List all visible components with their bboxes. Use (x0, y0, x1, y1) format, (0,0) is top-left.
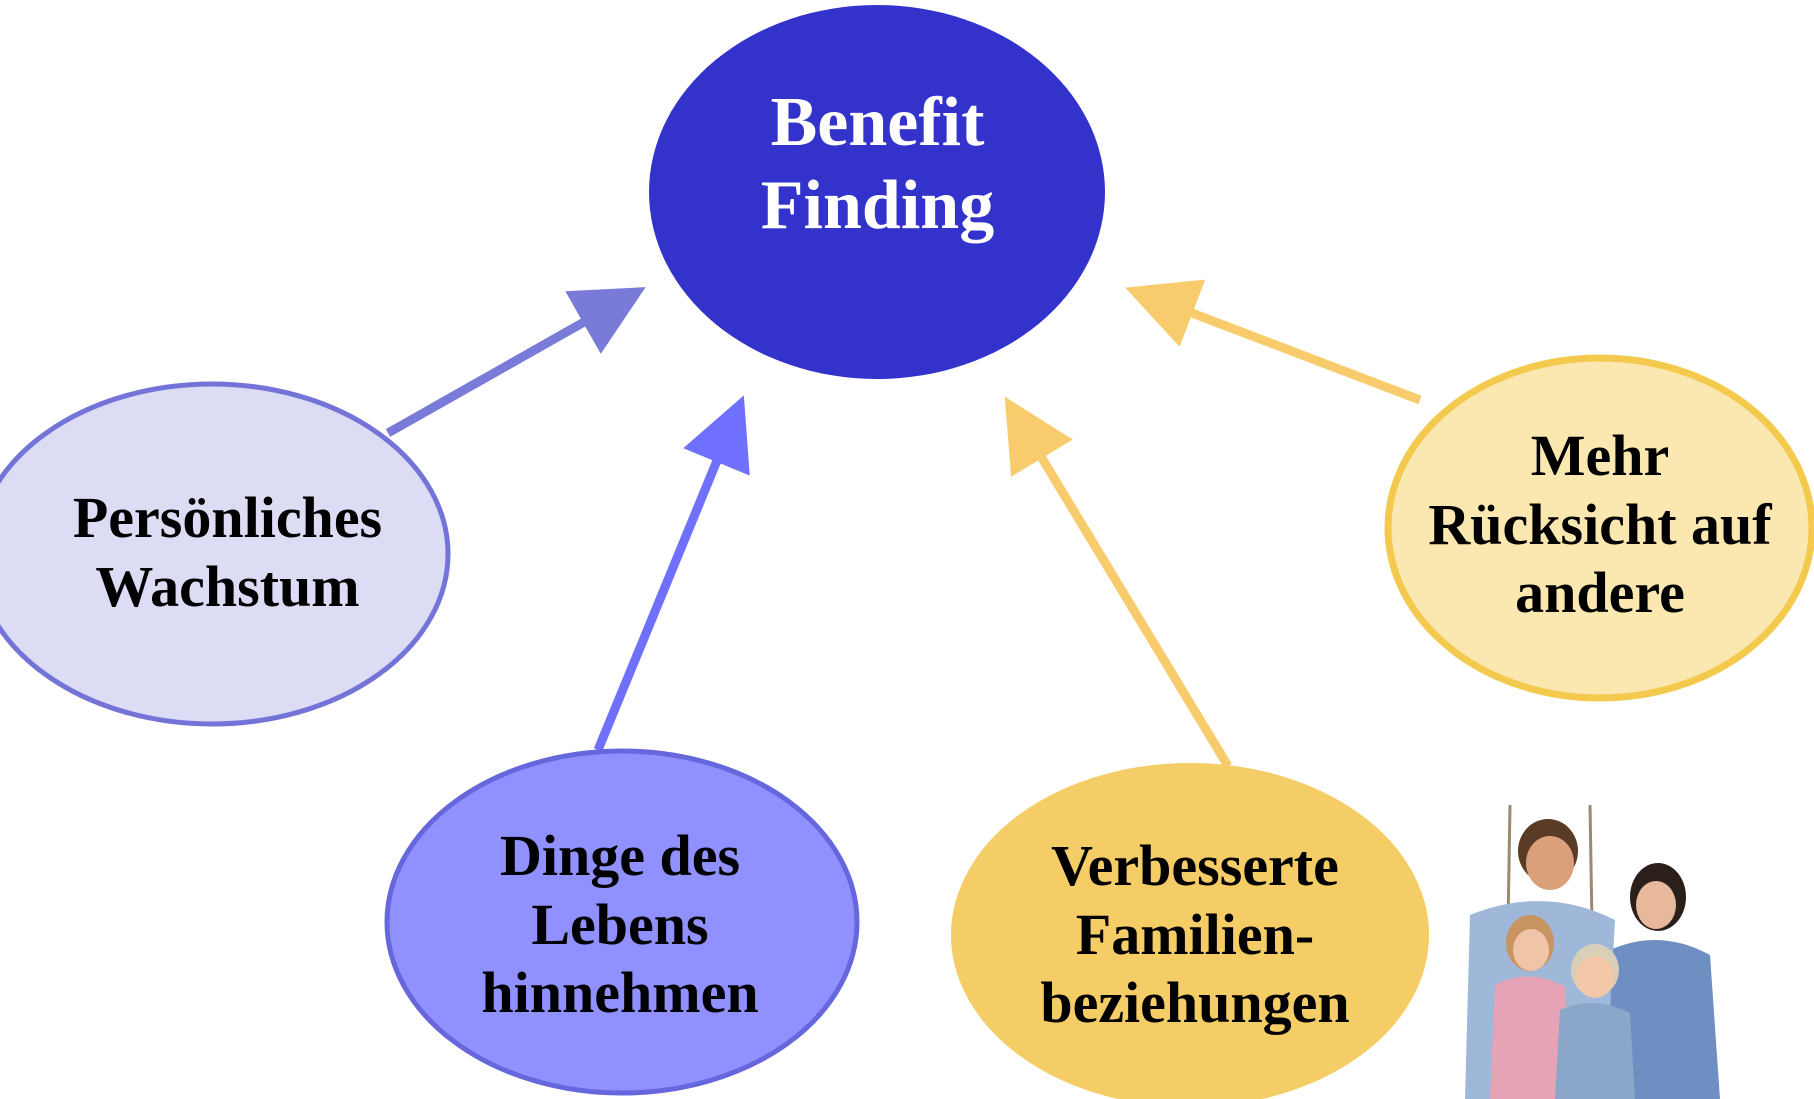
center-label: Benefit Finding (760, 84, 995, 244)
arrow-consideration (1125, 279, 1422, 405)
label-acceptance: Dinge des Lebens hinnehmen (481, 823, 759, 1026)
ellipse-family (951, 763, 1429, 1099)
family-photo (1430, 805, 1720, 1099)
ellipse-personal-growth (0, 381, 451, 727)
label-consideration: Mehr Rücksicht auf andere (1428, 423, 1772, 626)
label-personal-growth: Persönliches Wachstum (72, 485, 383, 619)
arrow-family (1004, 396, 1232, 769)
arrow-personal-growth (385, 287, 646, 437)
arrow-acceptance (593, 395, 750, 752)
ellipse-acceptance (384, 748, 860, 1096)
center-ellipse (649, 5, 1105, 379)
ellipse-consideration (1384, 354, 1814, 702)
label-family: Verbesserte Familien- beziehungen (1040, 833, 1350, 1036)
